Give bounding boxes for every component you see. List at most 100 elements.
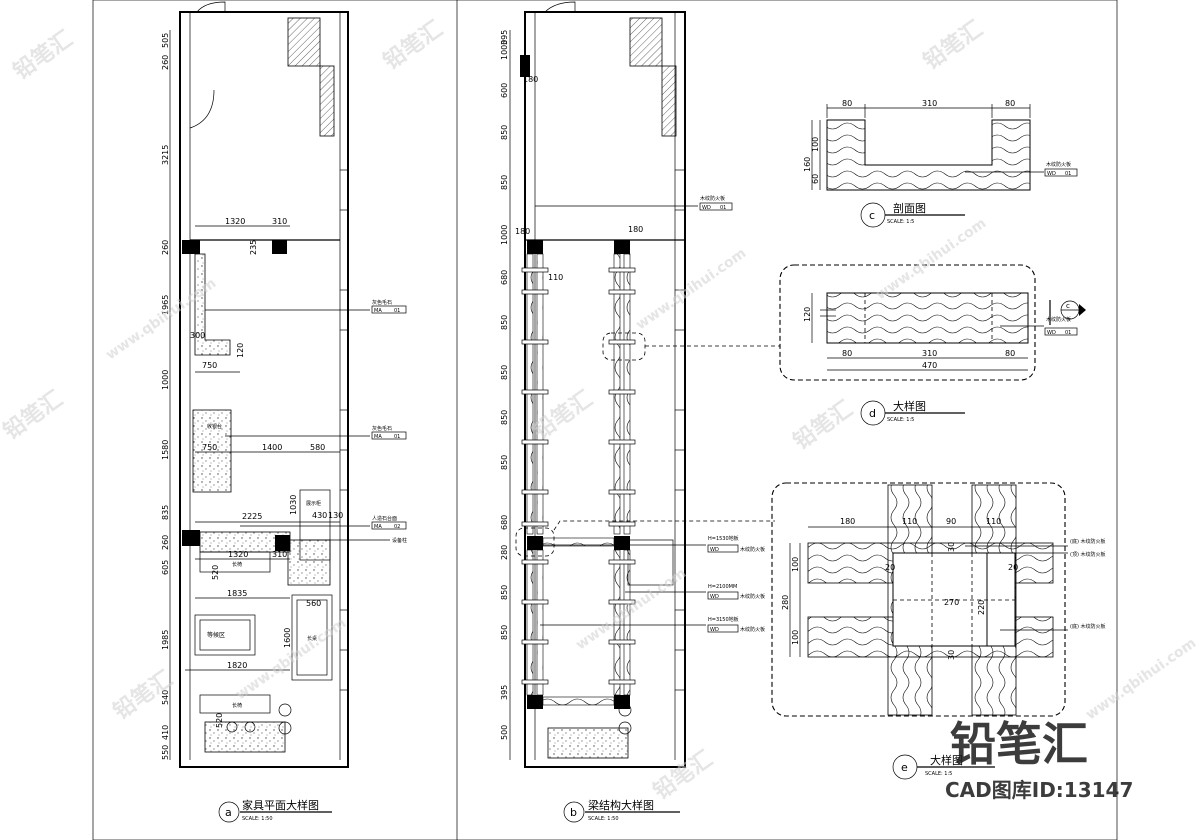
cash-counter	[192, 409, 232, 493]
equipment-column	[287, 539, 331, 586]
callout-a-2-code: MA	[374, 524, 382, 530]
dim-a-h9: 130	[328, 511, 343, 520]
brand-stamp: 铅笔汇 CAD图库ID:13147	[945, 717, 1133, 802]
dim-a-h5: 1400	[262, 443, 282, 452]
dim-b-v38: 500	[500, 725, 509, 740]
callout-d-num: 01	[1065, 330, 1071, 336]
callout-d-code: WD	[1047, 330, 1056, 336]
dim-a-h16: 520	[211, 565, 220, 580]
callout-c-code: WD	[1047, 171, 1056, 177]
dim-b-v26: 680	[500, 515, 509, 530]
dim-a-h1: 310	[272, 217, 287, 226]
dims-a-vertical: 260 505 3215 260 1965 1000 1580 835 260 …	[161, 33, 170, 760]
title-symbol-a-text: a	[225, 806, 232, 819]
callouts-a: 灰色毛石 MA 01 灰色毛石 MA 01 人造石台面 MA 02 设备柱	[205, 299, 407, 544]
dim-a-v1: 505	[161, 33, 170, 48]
dim-d-total: 470	[922, 361, 937, 370]
callout-b-3-note: 木纹防火板	[740, 626, 765, 633]
dim-e-in5: 30	[947, 650, 956, 660]
dims-a-horizontal: 1320 310 300 750 750 1400 580 2225 430 1…	[185, 217, 343, 728]
dim-a-v7: 1000	[161, 370, 170, 390]
dim-a-v5: 260	[161, 240, 170, 255]
title-symbol-e-text: e	[901, 761, 908, 774]
dim-e-top1: 110	[902, 517, 917, 526]
section-mark-d: c	[1066, 302, 1070, 310]
dim-a-h3: 750	[202, 361, 217, 370]
callout-a-0-num: 01	[394, 308, 400, 314]
callout-b-0: 木纹防火板	[700, 195, 725, 202]
stone-top	[199, 531, 291, 553]
dim-b-v15: 680	[500, 270, 509, 285]
dim-b-v18: 850	[500, 315, 509, 330]
pillar-3	[182, 530, 200, 546]
dim-d-side: 120	[803, 307, 812, 322]
callout-a-2: 人造石台面	[372, 515, 397, 522]
title-symbol-d-text: d	[869, 407, 876, 420]
dim-b-v1: 395	[500, 30, 509, 45]
watermark-url-1: www.qbihui.com	[633, 245, 749, 333]
room-label-2: 长椅	[232, 561, 242, 568]
pillar-2	[272, 240, 287, 254]
callout-c-num: 01	[1065, 171, 1071, 177]
section-profile	[826, 119, 1031, 191]
beam-ties	[521, 267, 636, 527]
panel-a-outline	[179, 11, 349, 768]
room-label-4: 长桌	[307, 635, 317, 642]
watermark-2: 铅笔汇	[919, 16, 988, 75]
column-top	[287, 17, 321, 67]
scale-e: SCALE: 1:5	[925, 771, 952, 777]
callout-e-2: (底) 木纹防火板	[1070, 623, 1106, 630]
dim-e-side1: 280	[781, 595, 790, 610]
dim-a-v14: 540	[161, 690, 170, 705]
dim-c-side0: 160	[803, 157, 812, 172]
panel-c-section: 80 310 80 160 100 60 木纹防火板 WD 01 c 剖面图 S…	[803, 99, 1078, 228]
dim-a-h19: 235	[249, 240, 258, 255]
bench-1	[199, 551, 271, 573]
dim-a-v16: 550	[161, 745, 170, 760]
dim-b-v0: 1000	[500, 40, 509, 60]
dim-b-v8: 850	[500, 175, 509, 190]
watermark-url-5: www.qbihui.com	[1083, 635, 1199, 723]
pillar-1	[182, 240, 200, 254]
callout-b-2: H=2100MM	[708, 584, 737, 590]
watermark-7: 铅笔汇	[649, 746, 718, 805]
dim-e-side0: 100	[791, 557, 800, 572]
dim-b-v32: 850	[500, 625, 509, 640]
brand-logo-text: 铅笔汇	[950, 717, 1088, 771]
callout-b-0-num: 01	[720, 205, 726, 211]
dim-a-h8: 430	[312, 511, 327, 520]
room-label-0: 收银台	[207, 423, 222, 430]
dim-a-h20: 120	[236, 343, 245, 358]
dim-c-side2: 60	[811, 174, 820, 184]
dim-a-h4: 750	[202, 443, 217, 452]
title-a: 家具平面大样图	[242, 798, 319, 812]
room-label-3: 等候区	[207, 631, 225, 639]
beam-pillar-4	[614, 536, 630, 550]
dim-b-h0: 180	[515, 227, 530, 236]
callout-a-1-code: MA	[374, 434, 382, 440]
detail-marker-e	[515, 527, 555, 557]
dim-a-h11: 1320	[228, 550, 248, 559]
dim-e-top3: 110	[986, 517, 1001, 526]
title-block-b: b 梁结构大样图 SCALE: 1:50	[563, 798, 680, 823]
dim-c-side1: 100	[811, 137, 820, 152]
dim-b-v20: 850	[500, 365, 509, 380]
title-symbol-c-text: c	[869, 209, 875, 222]
dim-a-v9: 835	[161, 505, 170, 520]
sheet-border	[92, 0, 1118, 840]
callout-a-1-num: 01	[394, 434, 400, 440]
dim-e-top2: 90	[946, 517, 956, 526]
dim-b-v35: 395	[500, 685, 509, 700]
callout-a-0: 灰色毛石	[372, 299, 392, 306]
dim-a-h18: 1600	[283, 628, 292, 648]
beam-pillar-3	[527, 536, 543, 550]
title-block-a: a 家具平面大样图 SCALE: 1:50	[218, 798, 332, 823]
dim-e-in3: 270	[944, 598, 959, 607]
watermark-1: 铅笔汇	[379, 16, 448, 75]
detail-e-frame	[771, 482, 1066, 717]
waiting-area	[194, 614, 256, 656]
dim-a-h2: 300	[190, 331, 205, 340]
scale-c: SCALE: 1:5	[887, 219, 914, 225]
beam-pillar-2	[614, 240, 630, 254]
